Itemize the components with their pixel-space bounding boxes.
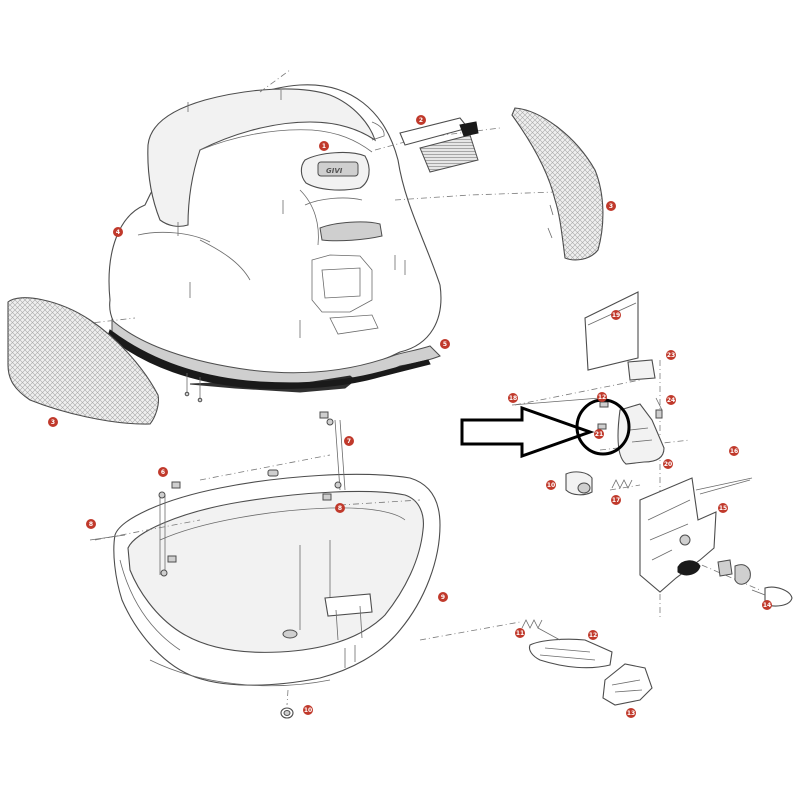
svg-text:7: 7 (347, 438, 351, 445)
lid-light-strip (319, 221, 383, 242)
left-reflector (7, 297, 159, 425)
svg-text:10: 10 (547, 482, 555, 489)
pointer-arrow (460, 405, 595, 459)
callout-23: 23 (666, 350, 676, 360)
plate-19 (584, 291, 639, 371)
base-shell (113, 411, 441, 719)
latch-20 (617, 403, 665, 465)
callout-14: 14 (762, 600, 772, 610)
svg-text:20: 20 (664, 461, 672, 468)
lid-assembly: GIVI (107, 84, 442, 403)
callout-8-left: 8 (86, 519, 96, 529)
highlight-annotation (460, 398, 631, 459)
lid-spoiler (147, 88, 377, 227)
callout-20: 20 (663, 459, 673, 469)
svg-text:17: 17 (612, 497, 620, 504)
callout-2: 2 (416, 115, 426, 125)
svg-text:12: 12 (598, 394, 606, 401)
logo-badge (317, 161, 359, 177)
brand-logo: GIVI (326, 167, 343, 175)
svg-text:6: 6 (161, 469, 165, 476)
svg-text:19: 19 (612, 312, 620, 319)
callout-15: 15 (718, 503, 728, 513)
svg-text:23: 23 (667, 352, 675, 359)
svg-text:13: 13 (627, 710, 635, 717)
lid-screws (184, 282, 301, 403)
svg-text:10: 10 (304, 707, 312, 714)
callout-5: 5 (440, 339, 450, 349)
svg-text:4: 4 (116, 229, 120, 236)
svg-text:2: 2 (419, 117, 423, 124)
clip-13 (602, 663, 653, 706)
callout-18: 18 (508, 393, 518, 403)
callout-24: 24 (666, 395, 676, 405)
svg-text:1: 1 (322, 143, 326, 150)
callout-13: 13 (626, 708, 636, 718)
callout-12-lock: 12 (597, 392, 607, 402)
callout-12-bottom: 12 (588, 630, 598, 640)
callout-10-bottom: 10 (303, 705, 313, 715)
right-reflector (511, 107, 604, 261)
svg-text:14: 14 (763, 602, 771, 609)
svg-text:24: 24 (667, 397, 675, 404)
svg-text:11: 11 (516, 630, 524, 637)
callout-7: 7 (344, 436, 354, 446)
svg-text:15: 15 (719, 505, 727, 512)
svg-text:12: 12 (589, 632, 597, 639)
callout-21: 21 (594, 429, 604, 439)
flap-23 (627, 359, 656, 381)
svg-text:3: 3 (609, 203, 613, 210)
callout-6: 6 (158, 467, 168, 477)
svg-text:3: 3 (51, 419, 55, 426)
svg-text:8: 8 (338, 505, 342, 512)
front-grille (399, 117, 479, 173)
callout-8-right: 8 (335, 503, 345, 513)
svg-text:8: 8 (89, 521, 93, 528)
svg-text:9: 9 (441, 594, 445, 601)
callout-1: 1 (319, 141, 329, 151)
callout-17: 17 (611, 495, 621, 505)
callout-3-left: 3 (48, 417, 58, 427)
callout-11: 11 (515, 628, 525, 638)
callout-19: 19 (611, 310, 621, 320)
callout-3-right: 3 (606, 201, 616, 211)
callout-4: 4 (113, 227, 123, 237)
svg-text:5: 5 (443, 341, 447, 348)
callout-16: 16 (729, 446, 739, 456)
svg-text:18: 18 (509, 395, 517, 402)
callout-9: 9 (438, 592, 448, 602)
svg-text:21: 21 (595, 431, 603, 438)
lock-assembly (89, 291, 793, 706)
svg-text:16: 16 (730, 448, 738, 455)
callout-markers: 1 2 3 3 4 5 6 7 8 8 9 10 10 11 12 12 13 … (48, 115, 772, 718)
lock-body-15 (639, 477, 717, 593)
callout-10-lock: 10 (546, 480, 556, 490)
latch-plate-12 (528, 638, 613, 669)
